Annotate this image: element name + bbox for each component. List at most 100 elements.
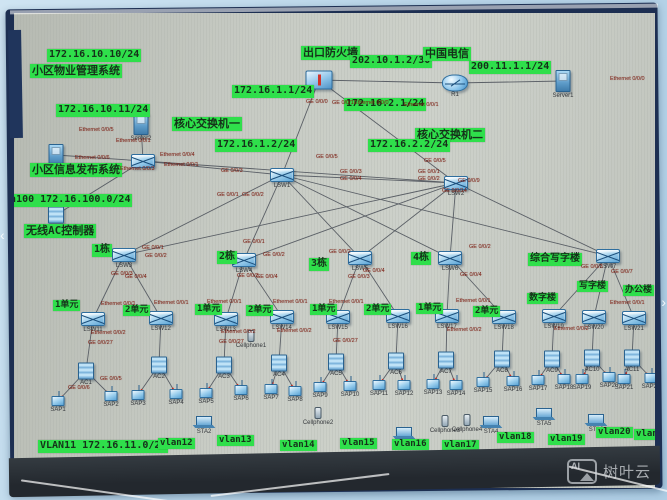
device-SAP18[interactable] bbox=[557, 369, 571, 384]
device-AC2[interactable] bbox=[151, 356, 167, 374]
device-ac0[interactable] bbox=[48, 206, 64, 224]
green-annotation[interactable]: 办公楼 bbox=[623, 285, 655, 297]
green-annotation[interactable]: vlan20 bbox=[596, 427, 633, 439]
device-R1[interactable] bbox=[442, 74, 468, 92]
device-SAP8[interactable] bbox=[288, 381, 302, 396]
green-annotation[interactable]: 172.16.10.10/24 bbox=[47, 49, 142, 62]
device-SAP11[interactable] bbox=[372, 375, 386, 390]
device-SAP4[interactable] bbox=[169, 384, 183, 399]
green-annotation[interactable]: 172.16.10.11/24 bbox=[56, 104, 151, 117]
green-annotation[interactable]: 4栋 bbox=[411, 252, 432, 265]
device-LSW1[interactable] bbox=[270, 168, 294, 182]
green-annotation[interactable]: 无线AC控制器 bbox=[24, 224, 97, 238]
device-SAP16[interactable] bbox=[506, 371, 520, 386]
green-annotation[interactable]: 2单元 bbox=[364, 304, 392, 316]
device-Cellphone3[interactable] bbox=[441, 415, 449, 427]
green-annotation[interactable]: vlan16 bbox=[392, 439, 429, 451]
green-annotation[interactable]: 2栋 bbox=[217, 251, 238, 264]
green-annotation[interactable]: 中国电信 bbox=[423, 47, 471, 61]
device-LSW12[interactable] bbox=[149, 311, 173, 325]
green-annotation[interactable]: 小区物业管理系统 bbox=[30, 64, 122, 78]
green-annotation[interactable]: 1单元 bbox=[310, 304, 338, 316]
green-annotation[interactable]: 172.16.2.1/24 bbox=[344, 98, 427, 111]
device-LSW7[interactable] bbox=[596, 249, 620, 263]
green-annotation[interactable]: 2单元 bbox=[123, 305, 151, 317]
green-annotation[interactable]: vlan13 bbox=[217, 435, 254, 447]
device-SAP15[interactable] bbox=[476, 372, 490, 387]
device-STA3[interactable] bbox=[396, 427, 412, 437]
device-AC5[interactable] bbox=[328, 353, 344, 371]
green-annotation[interactable]: vlan17 bbox=[442, 440, 479, 452]
device-SAP10[interactable] bbox=[343, 376, 357, 391]
device-LSW5[interactable] bbox=[348, 251, 372, 265]
device-lsw3m[interactable] bbox=[131, 154, 155, 168]
device-Cellphone2[interactable] bbox=[314, 407, 322, 419]
green-annotation[interactable]: 1单元 bbox=[416, 303, 444, 315]
green-annotation[interactable]: 数字楼 bbox=[527, 293, 559, 305]
device-LSW3[interactable] bbox=[112, 248, 136, 262]
device-SAP2[interactable] bbox=[104, 386, 118, 401]
device-fw[interactable] bbox=[305, 70, 333, 90]
device-SAP5[interactable] bbox=[199, 383, 213, 398]
device-LSW21[interactable] bbox=[622, 311, 646, 325]
device-LSW6[interactable] bbox=[438, 251, 462, 265]
device-STA6[interactable] bbox=[588, 414, 604, 424]
green-annotation[interactable]: 1单元 bbox=[195, 304, 223, 316]
device-AC11[interactable] bbox=[624, 349, 640, 367]
device-STA4[interactable] bbox=[483, 416, 499, 426]
green-annotation[interactable]: 小区信息发布系统 bbox=[30, 163, 122, 177]
green-annotation[interactable]: 综合写字楼 bbox=[528, 253, 582, 266]
device-SAP6[interactable] bbox=[234, 380, 248, 395]
device-SAP14[interactable] bbox=[449, 375, 463, 390]
green-annotation[interactable]: vlan14 bbox=[280, 440, 317, 452]
green-annotation[interactable]: 172.16.1.2/24 bbox=[215, 139, 298, 152]
device-AC1[interactable] bbox=[78, 362, 94, 380]
device-AC7[interactable] bbox=[438, 351, 454, 369]
device-SAP3[interactable] bbox=[131, 385, 145, 400]
device-LSW13[interactable] bbox=[214, 312, 238, 326]
device-Server1[interactable] bbox=[555, 70, 571, 92]
green-annotation[interactable]: 172.16.1.1/24 bbox=[232, 85, 315, 98]
device-SAP7[interactable] bbox=[264, 379, 278, 394]
green-annotation[interactable]: 2单元 bbox=[473, 306, 501, 318]
device-Cellphone4[interactable] bbox=[463, 414, 471, 426]
device-SAP22[interactable] bbox=[644, 368, 655, 383]
green-annotation[interactable]: 200.11.1.1/24 bbox=[469, 61, 552, 74]
device-AC3[interactable] bbox=[216, 356, 232, 374]
device-SAP9[interactable] bbox=[313, 377, 327, 392]
green-annotation[interactable]: 1栋 bbox=[92, 244, 113, 257]
green-annotation[interactable]: vlan100 172.16.100.0/24 bbox=[14, 194, 133, 207]
device-AC10[interactable] bbox=[584, 349, 600, 367]
green-annotation[interactable]: 202.10.1.2/30 bbox=[350, 55, 433, 68]
device-LSW16[interactable] bbox=[386, 309, 410, 323]
green-annotation[interactable]: 1单元 bbox=[53, 300, 81, 312]
green-annotation[interactable]: 172.16.2.2/24 bbox=[368, 139, 451, 152]
device-AC8[interactable] bbox=[494, 350, 510, 368]
device-SAP13[interactable] bbox=[426, 374, 440, 389]
device-AC4[interactable] bbox=[271, 354, 287, 372]
green-annotation[interactable]: vlan18 bbox=[497, 432, 534, 444]
green-annotation[interactable]: 写字楼 bbox=[577, 281, 609, 293]
green-annotation[interactable]: 核心交换机二 bbox=[415, 128, 485, 142]
green-annotation[interactable]: 3栋 bbox=[309, 258, 330, 271]
device-SAP1[interactable] bbox=[51, 391, 65, 406]
device-AC9[interactable] bbox=[544, 350, 560, 368]
green-annotation[interactable]: 出口防火墙 bbox=[301, 46, 360, 60]
device-AC6[interactable] bbox=[388, 352, 404, 370]
device-SAP21[interactable] bbox=[617, 369, 631, 384]
device-SAP19[interactable] bbox=[575, 369, 589, 384]
device-SAP12[interactable] bbox=[397, 375, 411, 390]
device-STA2[interactable] bbox=[196, 416, 212, 426]
green-annotation[interactable]: vlan19 bbox=[548, 434, 585, 446]
device-LSW11[interactable] bbox=[81, 312, 105, 326]
device-Cellphone1[interactable] bbox=[247, 330, 255, 342]
green-annotation[interactable]: vlan21 bbox=[634, 429, 655, 441]
green-annotation[interactable]: 2单元 bbox=[246, 305, 274, 317]
device-STA5[interactable] bbox=[536, 408, 552, 418]
device-LSW19[interactable] bbox=[542, 309, 566, 323]
green-annotation[interactable]: VLAN11 172.16.11.0/24 bbox=[38, 440, 169, 453]
device-LSW2[interactable] bbox=[444, 176, 468, 190]
green-annotation[interactable]: vlan12 bbox=[158, 438, 195, 450]
device-SAP20[interactable] bbox=[602, 367, 616, 382]
